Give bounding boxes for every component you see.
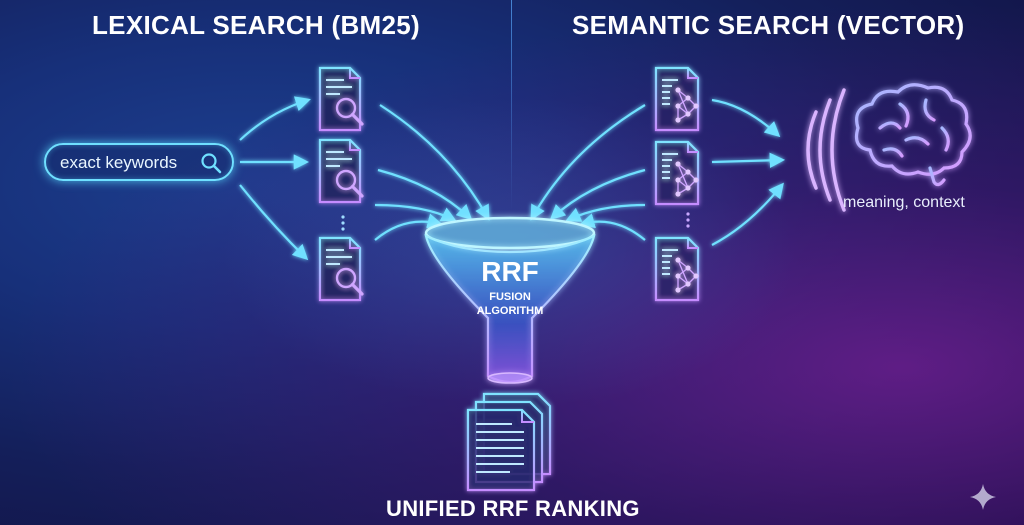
brain-icon — [854, 83, 972, 187]
search-icon — [200, 152, 222, 179]
arrow-vdoc-3-to-brain — [711, 182, 784, 246]
document-search-icon — [318, 66, 364, 132]
arrow-vdoc-2-to-funnel — [549, 168, 646, 221]
document-stack-icon — [466, 392, 552, 492]
funnel-sublabel-line-2: ALGORITHM — [476, 305, 544, 317]
arrow-vdoc-1-to-funnel — [530, 104, 646, 221]
funnel-label: RRF — [481, 256, 539, 287]
arrow-vdoc-1-to-brain — [711, 98, 781, 138]
arrow-search-to-doc-1 — [239, 96, 311, 141]
document-search-icon — [318, 236, 364, 302]
arrow-vdoc-mid-to-funnel — [565, 203, 646, 222]
arrow-vdoc-2-to-brain — [711, 152, 786, 169]
arrow-doc-3-to-funnel — [374, 213, 443, 241]
arrow-vdoc-3-to-funnel — [579, 213, 646, 241]
ellipsis-dots — [341, 215, 345, 231]
arrow-doc-mid-to-funnel — [374, 203, 457, 222]
search-text: exact keywords — [60, 153, 178, 172]
brain-caption: meaning, context — [843, 194, 965, 211]
funnel-sublabel-line-1: FUSION — [489, 291, 531, 303]
divider-line — [511, 0, 512, 210]
search-input[interactable]: exact keywords — [44, 143, 234, 181]
ellipsis-dots — [686, 212, 690, 228]
funnel-sublabel: FUSION ALGORITHM — [458, 290, 562, 318]
unified-ranking-title: UNIFIED RRF RANKING — [386, 496, 640, 521]
arrow-search-to-doc-3 — [239, 184, 309, 261]
arrow-doc-1-to-funnel — [379, 104, 490, 221]
arrow-doc-2-to-funnel — [377, 168, 473, 221]
sparkle-icon — [970, 484, 996, 510]
document-search-icon — [318, 138, 364, 204]
signal-waves-icon — [806, 88, 846, 212]
semantic-search-title: SEMANTIC SEARCH (VECTOR) — [572, 10, 965, 40]
lexical-search-title: LEXICAL SEARCH (BM25) — [92, 10, 420, 40]
funnel-shape — [424, 216, 596, 384]
